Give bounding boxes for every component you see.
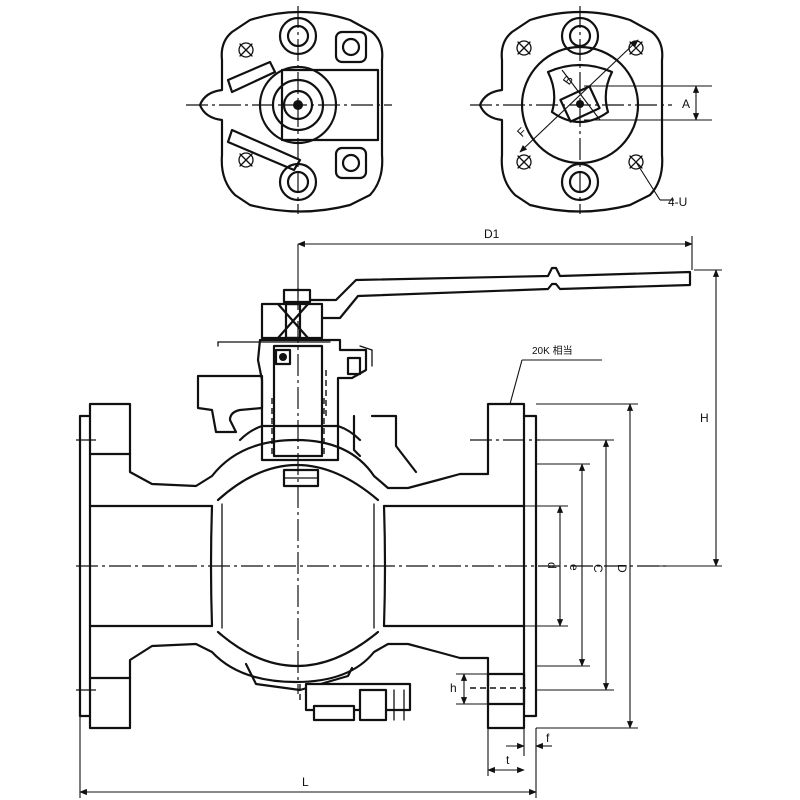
label-dim-e: e — [567, 564, 581, 571]
top-view-left — [186, 6, 392, 214]
label-h-total: H — [700, 411, 709, 425]
side-section-view — [76, 236, 722, 798]
label-flange-rating: 20K 相当 — [532, 344, 573, 357]
label-height-h: h — [450, 681, 457, 695]
label-length-L: L — [302, 775, 309, 789]
label-face-f: f — [546, 731, 550, 745]
top-view-right — [470, 6, 712, 214]
label-dim-A: A — [682, 97, 690, 111]
label-dim-D: D — [615, 564, 629, 573]
label-d1: D1 — [484, 227, 500, 241]
label-bore-d: d — [545, 562, 559, 569]
label-thick-t: t — [506, 753, 510, 767]
label-bolt-holes: 4-U — [668, 195, 687, 209]
label-dim-c: C — [591, 564, 605, 573]
